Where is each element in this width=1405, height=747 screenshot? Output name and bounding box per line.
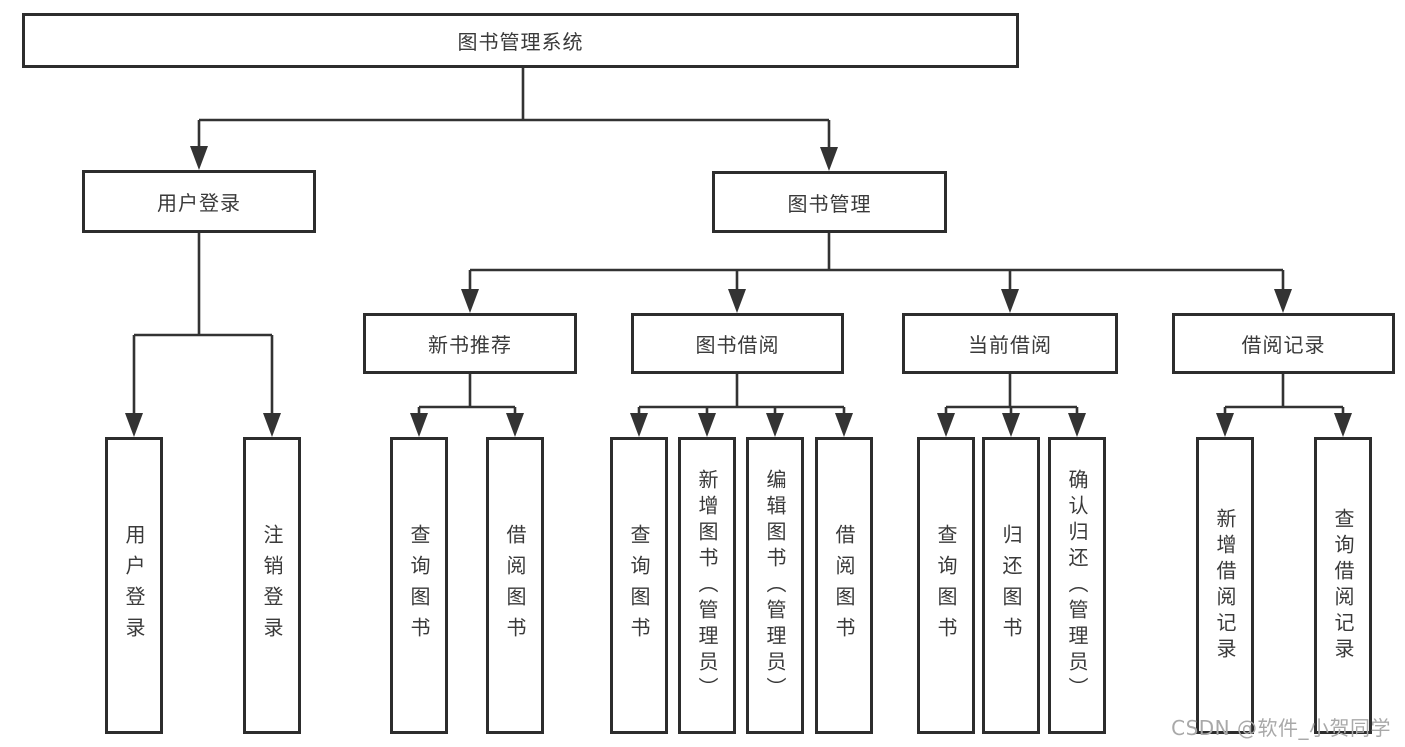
- node-root: 图书管理系统: [22, 13, 1019, 68]
- leaf-query-borrow-record: 查询借阅记录: [1314, 437, 1372, 734]
- leaf-query-books-recommend: 查询图书: [390, 437, 448, 734]
- leaf-query-books-borrowing: 查询图书: [610, 437, 668, 734]
- leaf-user-login: 用户登录: [105, 437, 163, 734]
- node-user-login: 用户登录: [82, 170, 316, 233]
- leaf-return-books: 归还图书: [982, 437, 1040, 734]
- node-new-book-recommendation: 新书推荐: [363, 313, 577, 374]
- node-borrowing-records: 借阅记录: [1172, 313, 1395, 374]
- leaf-borrow-books: 借阅图书: [815, 437, 873, 734]
- leaf-add-book-admin: 新增图书（管理员）: [678, 437, 736, 734]
- leaf-borrow-books-recommend: 借阅图书: [486, 437, 544, 734]
- leaf-query-books-current: 查询图书: [917, 437, 975, 734]
- node-book-borrowing: 图书借阅: [631, 313, 844, 374]
- leaf-edit-book-admin: 编辑图书（管理员）: [746, 437, 804, 734]
- watermark-text: CSDN @软件_小贺同学: [1171, 716, 1391, 740]
- node-book-management: 图书管理: [712, 171, 947, 233]
- leaf-add-borrow-record: 新增借阅记录: [1196, 437, 1254, 734]
- leaf-logout: 注销登录: [243, 437, 301, 734]
- node-current-borrowing: 当前借阅: [902, 313, 1118, 374]
- leaf-confirm-return-admin: 确认归还（管理员）: [1048, 437, 1106, 734]
